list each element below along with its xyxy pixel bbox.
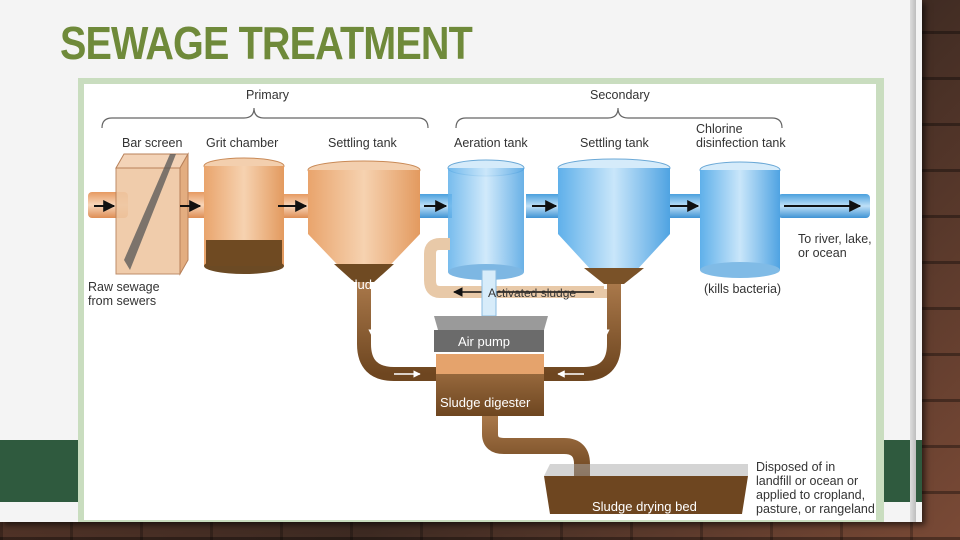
air-pump-label: Air pump [458, 335, 510, 349]
outflow-label-2: or ocean [798, 246, 847, 260]
sludge-label: Sludge [346, 278, 386, 292]
raw-sewage-label-2: from sewers [88, 294, 156, 308]
sludge-digester-label: Sludge digester [440, 396, 530, 410]
group-label-primary: Primary [246, 88, 289, 102]
slide-edge [910, 0, 916, 522]
stage-label-bar-screen: Bar screen [122, 136, 182, 150]
stage-label-chlorine: Chlorine [696, 122, 743, 136]
disposal-label-4: pasture, or rangeland [756, 502, 875, 516]
stage-label-aeration-tank: Aeration tank [454, 136, 528, 150]
disposal-label-2: landfill or ocean or [756, 474, 858, 488]
stage-label-grit-chamber: Grit chamber [206, 136, 278, 150]
stage-label-disinfection-tank: disinfection tank [696, 136, 786, 150]
disposal-label-3: applied to cropland, [756, 488, 865, 502]
activated-sludge-label: Activated sludge [488, 286, 576, 300]
slide-title: SEWAGE TREATMENT [60, 16, 472, 70]
sludge-drying-bed-label: Sludge drying bed [592, 500, 697, 514]
outflow-label-1: To river, lake, [798, 232, 872, 246]
kills-bacteria-label: (kills bacteria) [704, 282, 781, 296]
stage-label-settling-tank-primary: Settling tank [328, 136, 397, 150]
group-label-secondary: Secondary [590, 88, 650, 102]
stage-label-settling-tank-secondary: Settling tank [580, 136, 649, 150]
raw-sewage-label-1: Raw sewage [88, 280, 160, 294]
disposal-label-1: Disposed of in [756, 460, 835, 474]
sewage-treatment-diagram: Primary Secondary Bar screen Grit chambe… [84, 84, 876, 520]
